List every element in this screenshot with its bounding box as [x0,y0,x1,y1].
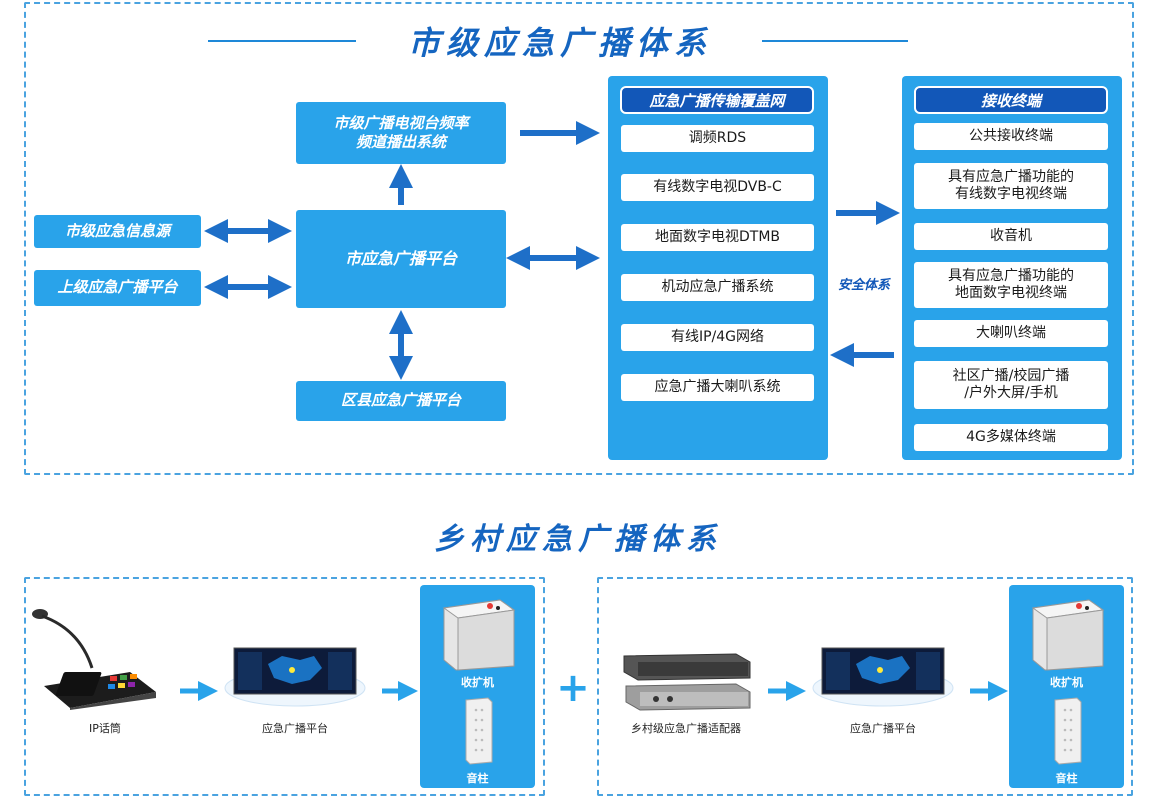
network-item-loudspeaker: 应急广播大喇叭系统 [621,374,814,401]
speaker-column-icon-left [465,697,493,765]
city-info-source-block: 市级应急信息源 [34,215,201,248]
terminal-item-4g: 4G多媒体终端 [914,424,1108,451]
city-system-title: 市级应急广播体系 [407,24,712,62]
network-heading: 应急广播传输覆盖网 [620,86,814,114]
network-item-dvbc: 有线数字电视DVB-C [621,174,814,201]
ip-microphone-icon [32,609,156,710]
terminals-heading: 接收终端 [914,86,1108,114]
rural-left-frame [24,577,545,796]
rural-system-title: 乡村应急广播体系 [434,522,722,557]
network-item-rds: 调频RDS [621,125,814,152]
terminal-item-loudspeaker: 大喇叭终端 [914,320,1108,347]
title-line-left [208,40,356,42]
amplifier-icon-left [442,599,516,671]
amplifier-icon-right [1031,599,1105,671]
terminal-item-terrestrial-tv: 具有应急广播功能的地面数字电视终端 [914,262,1108,308]
terminal-item-radio: 收音机 [914,223,1108,250]
amplifier-label-right: 收扩机 [1050,676,1083,689]
network-item-dtmb: 地面数字电视DTMB [621,224,814,251]
city-system-frame [24,2,1134,475]
amplifier-label-left: 收扩机 [461,676,494,689]
speaker-label-left: 音柱 [466,772,489,785]
tv-station-line-2: 频道播出系统 [355,133,446,151]
platform-screen-icon-left [224,647,366,707]
district-platform-block: 区县应急广播平台 [296,381,506,421]
terminal-item-community: 社区广播/校园广播/户外大屏/手机 [914,361,1108,409]
platform-screen-icon-right [812,647,954,707]
adapter-label: 乡村级应急广播适配器 [631,722,741,735]
plus-sign: + [556,665,590,711]
speaker-column-icon-right [1054,697,1082,765]
platform-label-right: 应急广播平台 [850,722,916,735]
speaker-label-right: 音柱 [1055,772,1078,785]
city-tv-station-block: 市级广播电视台频率 频道播出系统 [296,102,506,164]
upper-platform-block: 上级应急广播平台 [34,270,201,306]
network-item-ip4g: 有线IP/4G网络 [621,324,814,351]
title-line-right [762,40,908,42]
tv-station-line-1: 市级广播电视台频率 [333,113,469,132]
rural-right-frame [597,577,1133,796]
city-platform-block: 市应急广播平台 [296,210,506,308]
network-item-mobile: 机动应急广播系统 [621,274,814,301]
ip-microphone-label: IP话筒 [89,722,121,735]
terminal-item-public: 公共接收终端 [914,123,1108,150]
terminal-item-cable-tv: 具有应急广播功能的有线数字电视终端 [914,163,1108,209]
safety-system-label: 安全体系 [837,278,890,293]
city-arrows [204,121,900,380]
platform-label-left: 应急广播平台 [262,722,328,735]
adapter-icon [623,653,751,711]
